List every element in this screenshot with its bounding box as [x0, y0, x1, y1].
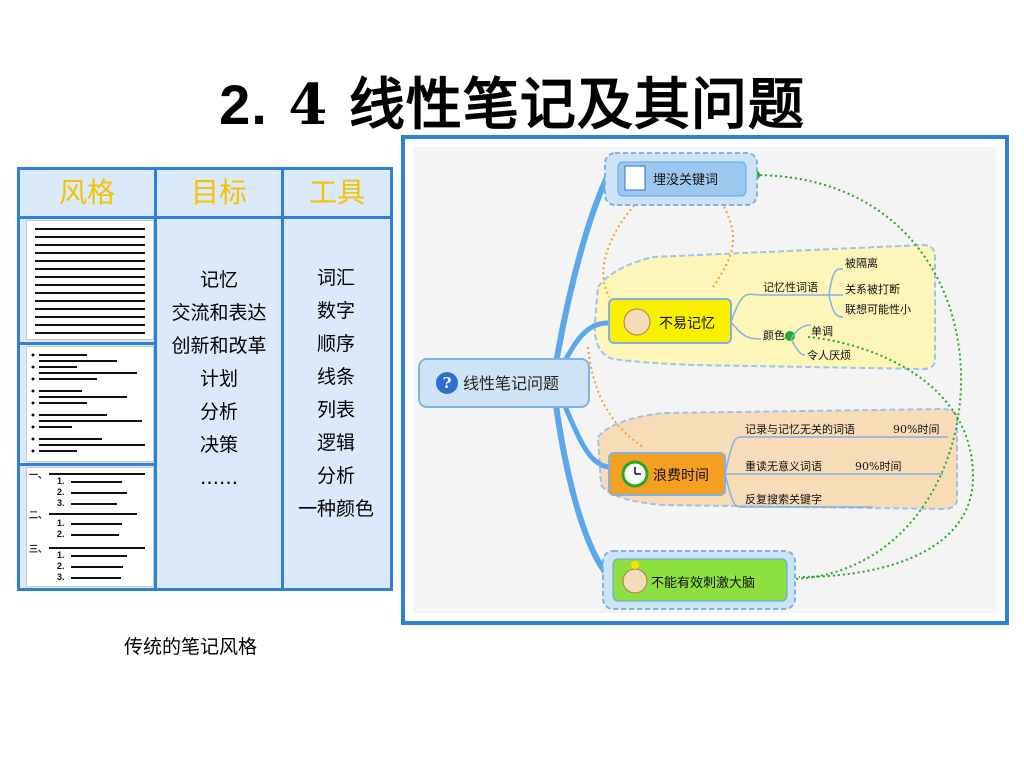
head-icon	[623, 308, 651, 336]
thumb-divider-2	[20, 463, 154, 466]
dotted-link-b2-b3	[587, 346, 644, 448]
record-unrelated-label: 记录与记忆无关的词语	[745, 422, 855, 436]
column-divider-1	[154, 170, 157, 588]
outline-label-3: 三、	[29, 544, 47, 554]
tool-item: 线条	[316, 366, 355, 388]
outline-label-1: 一、	[29, 470, 47, 480]
thumb-divider-1	[20, 342, 154, 345]
question-mark: ?	[443, 374, 452, 392]
search-keywords-label: 反复搜索关键字	[745, 492, 822, 506]
outline-num-8: 3.	[57, 572, 65, 582]
title-text: 4 线性笔记及其问题	[267, 72, 805, 138]
goal-item: 决策	[199, 434, 238, 456]
goal-item: 记忆	[199, 269, 238, 291]
mind-map-canvas: ? 线性笔记问题 埋没关键词 不易记忆 记忆性词语 被隔离	[413, 147, 997, 613]
column-divider-2	[281, 170, 284, 588]
tool-item: 列表	[316, 399, 355, 421]
monotone-label: 单调	[811, 325, 833, 338]
time-pct-1: 90%时间	[893, 423, 939, 436]
outline-num-3: 3.	[57, 498, 65, 508]
branch-4-label: 不能有效刺激大脑	[651, 576, 755, 591]
time-pct-2: 90%时间	[855, 460, 901, 473]
outline-num-6: 1.	[57, 550, 65, 560]
bulb-icon	[631, 561, 639, 569]
color-label: 颜色	[763, 328, 785, 342]
memory-words-label: 记忆性词语	[763, 280, 818, 294]
center-node	[418, 358, 590, 408]
goal-item: 分析	[199, 401, 238, 423]
goal-item: ……	[200, 467, 238, 489]
green-link-color-b4	[798, 336, 975, 578]
question-icon	[436, 372, 458, 394]
header-style: 风格	[58, 176, 115, 209]
green-link-b1-b4	[754, 174, 962, 580]
center-node-label: 线性笔记问题	[463, 374, 559, 393]
tool-item: 分析	[316, 465, 355, 487]
outline-num-4: 1.	[57, 518, 65, 528]
isolated-label: 被隔离	[845, 256, 878, 270]
tool-item: 顺序	[316, 333, 355, 355]
tool-item: 数字	[316, 300, 355, 322]
bullet-list-icon	[31, 353, 145, 453]
outline-label-2: 二、	[29, 510, 47, 520]
notepad-icon	[624, 165, 646, 191]
branch-no-brain-stimulation-inner	[612, 558, 788, 602]
relation-broken-label: 关系被打断	[845, 282, 900, 296]
title-number: 2.	[219, 73, 268, 136]
numbered-outline-icon: 一、 二、 三、 1. 2. 3. 1. 2. 1. 2. 3.	[29, 470, 145, 582]
dotted-link-b1-b2b	[712, 197, 734, 288]
bullet-notes-thumbnail	[26, 346, 154, 462]
goal-item: 交流和表达	[171, 302, 267, 324]
memory-sub-lines	[730, 268, 844, 356]
tool-item: 词汇	[316, 267, 355, 289]
green-dot	[785, 331, 795, 341]
ruled-lines-icon	[35, 228, 145, 334]
time-sub-lines	[724, 436, 948, 508]
slide-title: 2. 4 线性笔记及其问题	[0, 60, 1024, 141]
outline-num-1: 1.	[57, 476, 65, 486]
numbered-notes-thumbnail: 一、 二、 三、 1. 2. 3. 1. 2. 1. 2. 3.	[26, 467, 154, 587]
goal-item: 计划	[199, 368, 238, 390]
outline-num-5: 2.	[57, 529, 65, 539]
head-icon	[622, 568, 648, 594]
goal-list: 记忆 交流和表达 创新和改革 计划 分析 决策 ……	[162, 268, 276, 499]
mind-map-frame: ? 线性笔记问题 埋没关键词 不易记忆 记忆性词语 被隔离	[401, 135, 1009, 625]
tool-item: 逻辑	[316, 432, 355, 454]
linear-notes-thumbnail	[26, 220, 154, 340]
header-goal: 目标	[190, 176, 247, 209]
traditional-notes-table: 风格 目标 工具	[17, 167, 393, 591]
outline-num-2: 2.	[57, 487, 65, 497]
reread-label: 重读无意义词语	[745, 459, 822, 473]
tool-item: 一种颜色	[297, 498, 374, 520]
table-caption: 传统的笔记风格	[124, 636, 258, 658]
goal-item: 创新和改革	[171, 335, 267, 357]
branch-bury-keywords-inner	[617, 161, 747, 197]
header-divider	[20, 216, 390, 219]
mind-map: ? 线性笔记问题 埋没关键词 不易记忆 记忆性词语 被隔离	[418, 152, 975, 610]
dotted-link-b1-b2	[602, 197, 642, 298]
branch-1-label: 埋没关键词	[653, 173, 718, 188]
association-small-label: 联想可能性小	[845, 302, 911, 316]
branch-3-label: 浪费时间	[653, 468, 709, 484]
branch-2-label: 不易记忆	[659, 316, 715, 332]
tool-list: 词汇 数字 顺序 线条 列表 逻辑 分析 一种颜色	[286, 266, 386, 530]
header-tool: 工具	[308, 176, 365, 209]
boring-label: 令人厌烦	[807, 348, 851, 362]
outline-num-7: 2.	[57, 561, 65, 571]
